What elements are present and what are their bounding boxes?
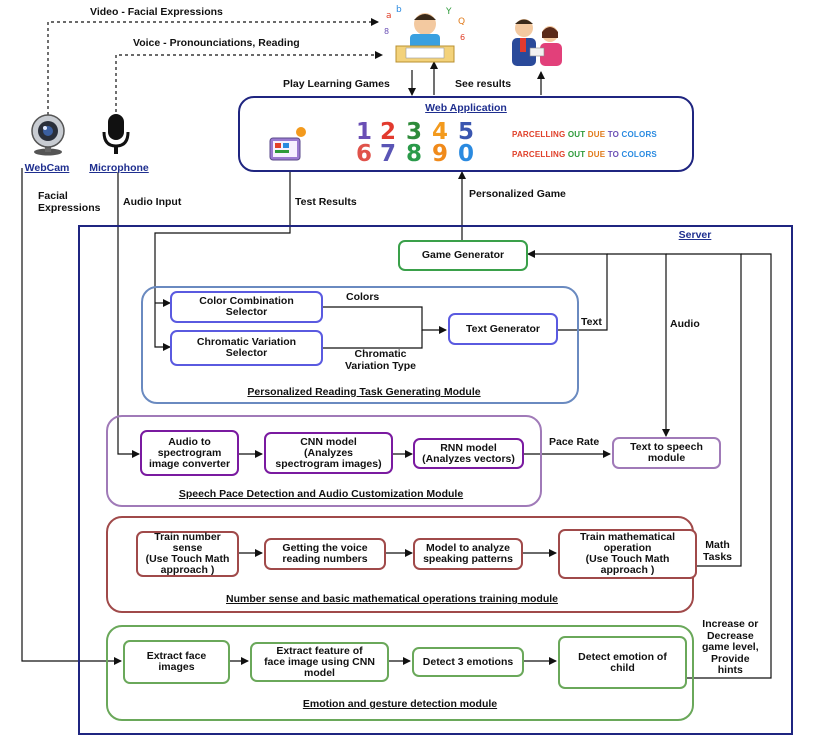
parcel-word-5: COLORS xyxy=(621,150,657,159)
parcelling-text-row-1: PARCELLING OUT DUE TO COLORS xyxy=(512,130,657,139)
chromatic-variation-selector: Chromatic Variation Selector xyxy=(170,330,323,366)
parcel-word-3: DUE xyxy=(587,130,606,139)
digit-6: 6 xyxy=(356,141,373,167)
video-label: Video - Facial Expressions xyxy=(90,6,223,18)
parcel-word-4: TO xyxy=(607,130,620,139)
colors-label: Colors xyxy=(346,291,380,303)
webcam-label: WebCam xyxy=(24,162,70,174)
tablet-app-icon xyxy=(268,126,308,162)
parcel-word-5: COLORS xyxy=(621,130,657,139)
microphone-label: Microphone xyxy=(89,162,149,174)
audio-label: Audio xyxy=(670,318,700,330)
game-generator-box: Game Generator xyxy=(398,240,528,271)
detect-3-emotions-box: Detect 3 emotions xyxy=(412,647,524,677)
parcelling-text-row-2: PARCELLING OUT DUE TO COLORS xyxy=(512,150,657,159)
parcel-word-3: DUE xyxy=(587,150,606,159)
test-results-label: Test Results xyxy=(295,196,357,208)
digit-4: 4 xyxy=(432,119,449,145)
increase-decrease-label: Increase or Decrease game level, Provide… xyxy=(702,618,759,676)
voice-label: Voice - Pronounciations, Reading xyxy=(133,37,300,49)
web-application-panel xyxy=(238,96,694,172)
parcel-word-4: TO xyxy=(607,150,620,159)
svg-text:a: a xyxy=(386,11,392,21)
speaking-patterns-model-box: Model to analyze speaking patterns xyxy=(413,538,523,570)
parcel-word-1: PARCELLING xyxy=(512,150,566,159)
digit-0: 0 xyxy=(458,141,475,167)
digit-5: 5 xyxy=(458,119,475,145)
svg-text:6: 6 xyxy=(460,33,465,42)
server-title: Server xyxy=(678,229,712,241)
text-generator-box: Text Generator xyxy=(448,313,558,345)
server-container xyxy=(78,225,793,735)
digit-8: 8 xyxy=(406,141,423,167)
text-to-speech-box: Text to speech module xyxy=(612,437,721,469)
web-application-title: Web Application xyxy=(425,102,507,114)
chromatic-type-label: Chromatic Variation Type xyxy=(345,348,416,372)
parcel-word-1: PARCELLING xyxy=(512,130,566,139)
microphone-icon xyxy=(100,112,132,158)
digit-7: 7 xyxy=(380,141,397,167)
extract-face-images-box: Extract face images xyxy=(123,640,230,684)
parcel-word-2: OUT xyxy=(567,130,586,139)
audio-to-spectrogram-box: Audio to spectrogram image converter xyxy=(140,430,239,476)
svg-text:Y: Y xyxy=(445,7,452,17)
train-math-operation-box: Train mathematical operation (Use Touch … xyxy=(558,529,697,579)
digit-9: 9 xyxy=(432,141,449,167)
child-learning-illustration: a b Y Q 8 6 xyxy=(380,4,470,66)
facial-expressions-label: Facial Expressions xyxy=(38,190,101,214)
svg-text:8: 8 xyxy=(384,27,389,36)
speech-module-title: Speech Pace Detection and Audio Customiz… xyxy=(178,488,464,500)
webcam-icon xyxy=(26,114,70,156)
detect-emotion-child-box: Detect emotion of child xyxy=(558,636,687,689)
reading-module-title: Personalized Reading Task Generating Mod… xyxy=(247,386,481,398)
digit-1: 1 xyxy=(356,119,373,145)
cnn-model-box: CNN model (Analyzes spectrogram images) xyxy=(264,432,393,474)
reading-module xyxy=(141,286,579,404)
extract-feature-cnn-box: Extract feature of face image using CNN … xyxy=(250,642,389,682)
svg-text:Q: Q xyxy=(458,17,465,27)
parent-and-child-illustration xyxy=(502,14,572,69)
pace-rate-label: Pace Rate xyxy=(549,436,600,448)
voice-reading-numbers-box: Getting the voice reading numbers xyxy=(264,538,386,570)
see-results-label: See results xyxy=(455,78,512,90)
color-combination-selector: Color Combination Selector xyxy=(170,291,323,323)
audio-input-label: Audio Input xyxy=(123,196,182,208)
play-games-label: Play Learning Games xyxy=(283,78,390,90)
rnn-model-box: RNN model (Analyzes vectors) xyxy=(413,438,524,469)
train-number-sense-box: Train number sense (Use Touch Math appro… xyxy=(136,531,239,577)
math-tasks-label: Math Tasks xyxy=(703,539,732,563)
speech-module xyxy=(106,415,542,507)
number-module-title: Number sense and basic mathematical oper… xyxy=(225,593,559,605)
svg-text:b: b xyxy=(396,5,402,15)
digit-2: 2 xyxy=(380,119,397,145)
parcel-word-2: OUT xyxy=(567,150,586,159)
digit-3: 3 xyxy=(406,119,423,145)
emotion-module xyxy=(106,625,694,721)
text-label: Text xyxy=(581,316,602,328)
emotion-module-title: Emotion and gesture detection module xyxy=(302,698,498,710)
personalized-game-label: Personalized Game xyxy=(469,188,566,200)
